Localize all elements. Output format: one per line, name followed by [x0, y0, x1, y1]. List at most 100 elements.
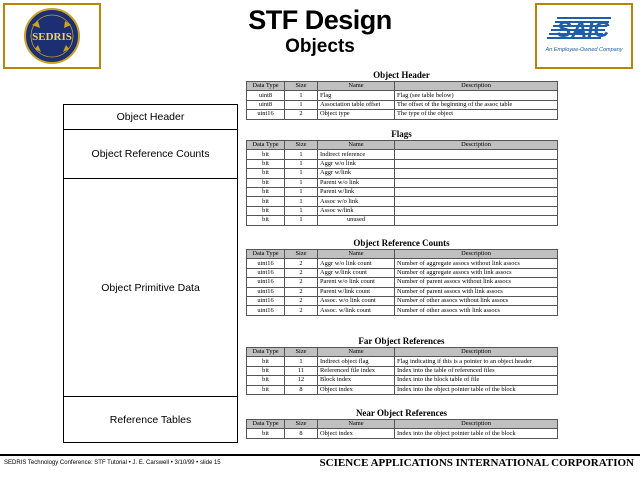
table-cell	[394, 205, 558, 217]
table-cell: Parent w/o link	[317, 177, 395, 188]
table-cell: bit	[246, 177, 285, 188]
footer-divider	[0, 454, 640, 456]
table-cell: 11	[284, 365, 318, 377]
column-header: Name	[317, 248, 395, 260]
table-cell: 8	[284, 428, 318, 439]
table-cell: Indirect object flag	[317, 356, 395, 367]
stack-object-header: Object Header	[64, 105, 237, 130]
table-cell: 2	[284, 258, 318, 269]
table-cell: 1	[284, 205, 318, 217]
table-cell: bit	[246, 356, 285, 367]
stack-reference-tables: Reference Tables	[109, 414, 192, 426]
section-title: Near Object References	[355, 408, 448, 418]
table-cell: Aggr w/o link count	[317, 258, 395, 269]
footer-citation: SEDRIS Technology Conference: STF Tutori…	[4, 460, 221, 466]
table-cell: Number of parent assocs without link ass…	[394, 277, 558, 288]
table-cell: Object index	[317, 384, 395, 395]
subtitle-text: Objects	[285, 36, 355, 57]
table-cell: 1	[284, 99, 318, 111]
table-cell: 8	[284, 384, 318, 395]
table-cell: 1	[284, 215, 318, 226]
title-text: STF Design	[248, 5, 392, 35]
column-header: Description	[394, 80, 558, 92]
table-cell	[394, 196, 558, 207]
table-cell: 2	[284, 109, 318, 120]
table-cell: uint16	[246, 295, 285, 307]
table-cell: Parent w/link	[317, 186, 395, 198]
table-cell: Number of aggregate assocs with link ass…	[394, 267, 558, 279]
table-cell: Index into the table of referenced files	[394, 365, 558, 377]
table-cell: 1	[284, 186, 318, 198]
table-cell: 2	[284, 286, 318, 297]
table-cell: uint16	[246, 286, 285, 297]
table-cell: bit	[246, 205, 285, 217]
table-cell: bit	[246, 168, 285, 179]
table-cell: Flag (see table below)	[394, 90, 558, 101]
column-header: Description	[394, 139, 558, 151]
table-cell: bit	[246, 186, 285, 198]
table-cell: Number of other assocs with link assocs	[394, 305, 558, 316]
table-cell: The offset of the beginning of the assoc…	[394, 99, 558, 111]
table-cell: Association table offset	[317, 99, 395, 111]
table-cell: bit	[246, 196, 285, 207]
table-cell: The type of the object	[394, 109, 558, 120]
table-cell: bit	[246, 375, 285, 386]
table-cell: bit	[246, 428, 285, 439]
column-header: Name	[317, 139, 395, 151]
sedris-logo: SEDRIS	[3, 3, 101, 69]
table-cell: 1	[284, 158, 318, 170]
table-cell: Parent w/o link count	[317, 277, 395, 288]
column-header: Name	[317, 418, 395, 430]
section-title: Far Object References	[358, 336, 445, 346]
table-cell: Index into the object pointer table of t…	[394, 384, 558, 395]
column-header: Description	[394, 248, 558, 260]
table-cell: Object type	[317, 109, 395, 120]
table-cell: Block index	[317, 375, 395, 386]
table-cell: Flag	[317, 90, 395, 101]
page-title: STF Design Objects	[200, 4, 440, 58]
column-header: Data Type	[246, 248, 285, 260]
table-cell	[394, 158, 558, 170]
table-cell: 1	[284, 90, 318, 101]
table-cell: Index into the object pointer table of t…	[394, 428, 558, 439]
column-header: Name	[317, 346, 395, 358]
table-cell: Assoc w/link	[317, 205, 395, 217]
column-header: Size	[284, 248, 318, 260]
column-header: Name	[317, 80, 395, 92]
table-cell: unused	[317, 215, 395, 226]
table-cell: 1	[284, 177, 318, 188]
saic-logo-text: SAIC	[557, 17, 611, 42]
table-cell: 1	[284, 149, 318, 160]
table-cell: Indirect reference	[317, 149, 395, 160]
sedris-logo-text: SEDRIS	[32, 31, 72, 43]
table-cell: bit	[246, 215, 285, 226]
section-title: Object Reference Counts	[353, 238, 450, 248]
column-header: Data Type	[246, 346, 285, 358]
column-header: Size	[284, 80, 318, 92]
column-header: Data Type	[246, 139, 285, 151]
table-cell: 2	[284, 267, 318, 279]
table-cell: Parent w/link count	[317, 286, 395, 297]
table-cell: uint16	[246, 267, 285, 279]
table-cell: 2	[284, 277, 318, 288]
table-cell: bit	[246, 158, 285, 170]
